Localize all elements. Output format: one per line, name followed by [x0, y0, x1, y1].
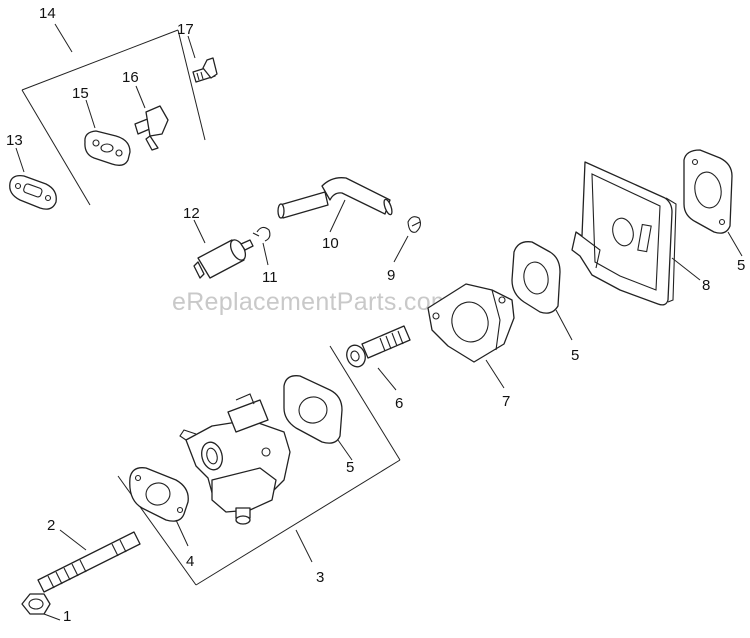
part-15-plate [84, 99, 131, 166]
callout-5-lower: 5 [346, 459, 354, 476]
watermark: eReplacementParts.com [172, 288, 452, 316]
part-5-gasket-center [511, 241, 573, 341]
part-1-nut [21, 593, 61, 621]
part-7-spacer-block [427, 283, 515, 389]
callout-16: 16 [122, 69, 139, 86]
callout-labels: 1 2 3 4 5 5 5 6 7 8 9 10 11 12 13 14 15 … [6, 5, 745, 625]
part-16-elbow-fitting [134, 85, 169, 151]
callout-11: 11 [262, 269, 278, 286]
part-4-gasket [129, 467, 189, 547]
callout-1: 1 [63, 608, 71, 625]
callout-17: 17 [177, 21, 194, 38]
callout-2: 2 [47, 517, 55, 534]
bracket-14 [21, 23, 206, 206]
part-8-air-cleaner-base [571, 161, 701, 306]
callout-8: 8 [702, 277, 710, 294]
callout-10: 10 [322, 235, 339, 252]
callout-5-right: 5 [737, 257, 745, 274]
callout-12: 12 [183, 205, 200, 222]
callout-7: 7 [502, 393, 510, 410]
part-2-stud [37, 529, 141, 593]
callout-5-center: 5 [571, 347, 579, 364]
callout-14: 14 [39, 5, 56, 22]
part-13-gasket [9, 147, 57, 210]
part-6-bolt [346, 325, 411, 391]
callout-4: 4 [186, 553, 194, 570]
part-10-fuel-hose [277, 177, 393, 233]
callout-15: 15 [72, 85, 89, 102]
part-17-screw [187, 35, 218, 83]
part-9-clamp [393, 216, 422, 263]
callout-9: 9 [387, 267, 395, 284]
part-5-gasket-lower [283, 375, 353, 461]
part-5-gasket-right [683, 149, 743, 257]
part-12-fuel-filter [193, 219, 254, 279]
part-11-clamp [252, 226, 271, 266]
callout-6: 6 [395, 395, 403, 412]
callout-13: 13 [6, 132, 23, 149]
carburetor [179, 393, 291, 525]
callout-3: 3 [316, 569, 324, 586]
